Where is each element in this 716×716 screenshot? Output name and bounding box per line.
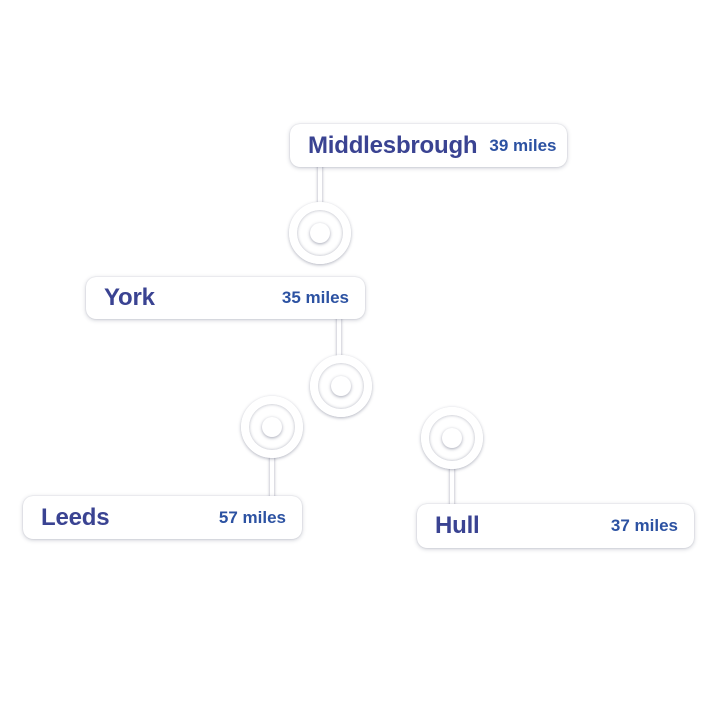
city-label-middlesbrough[interactable]: Middlesbrough 39 miles [290,124,567,167]
city-distance: 37 miles [610,516,678,535]
connector-line-middlesbrough [318,164,322,206]
connector-line-leeds [270,455,274,498]
city-distance: 57 miles [218,507,286,527]
city-label-hull[interactable]: Hull 37 miles [417,504,694,548]
marker-ring-icon [241,396,303,458]
marker-ring-icon [421,407,483,469]
city-name: Leeds [41,503,110,531]
marker-ring-icon [289,202,351,264]
connector-line-york [337,316,341,358]
marker-dot-icon [442,428,462,448]
city-name: Middlesbrough [308,131,478,159]
city-label-york[interactable]: York 35 miles [86,277,365,319]
map-marker-middlesbrough[interactable] [289,202,351,264]
marker-dot-icon [262,417,282,437]
marker-dot-icon [310,223,330,243]
city-label-leeds[interactable]: Leeds 57 miles [23,496,302,539]
map-marker-hull[interactable] [421,407,483,469]
marker-ring-icon [310,355,372,417]
marker-dot-icon [331,376,351,396]
city-name: Hull [435,512,480,539]
city-name: York [104,284,155,311]
city-distance: 35 miles [281,288,349,307]
connector-line-hull [450,466,454,506]
map-marker-leeds[interactable] [241,396,303,458]
city-distance: 39 miles [489,135,557,155]
map-marker-york[interactable] [310,355,372,417]
